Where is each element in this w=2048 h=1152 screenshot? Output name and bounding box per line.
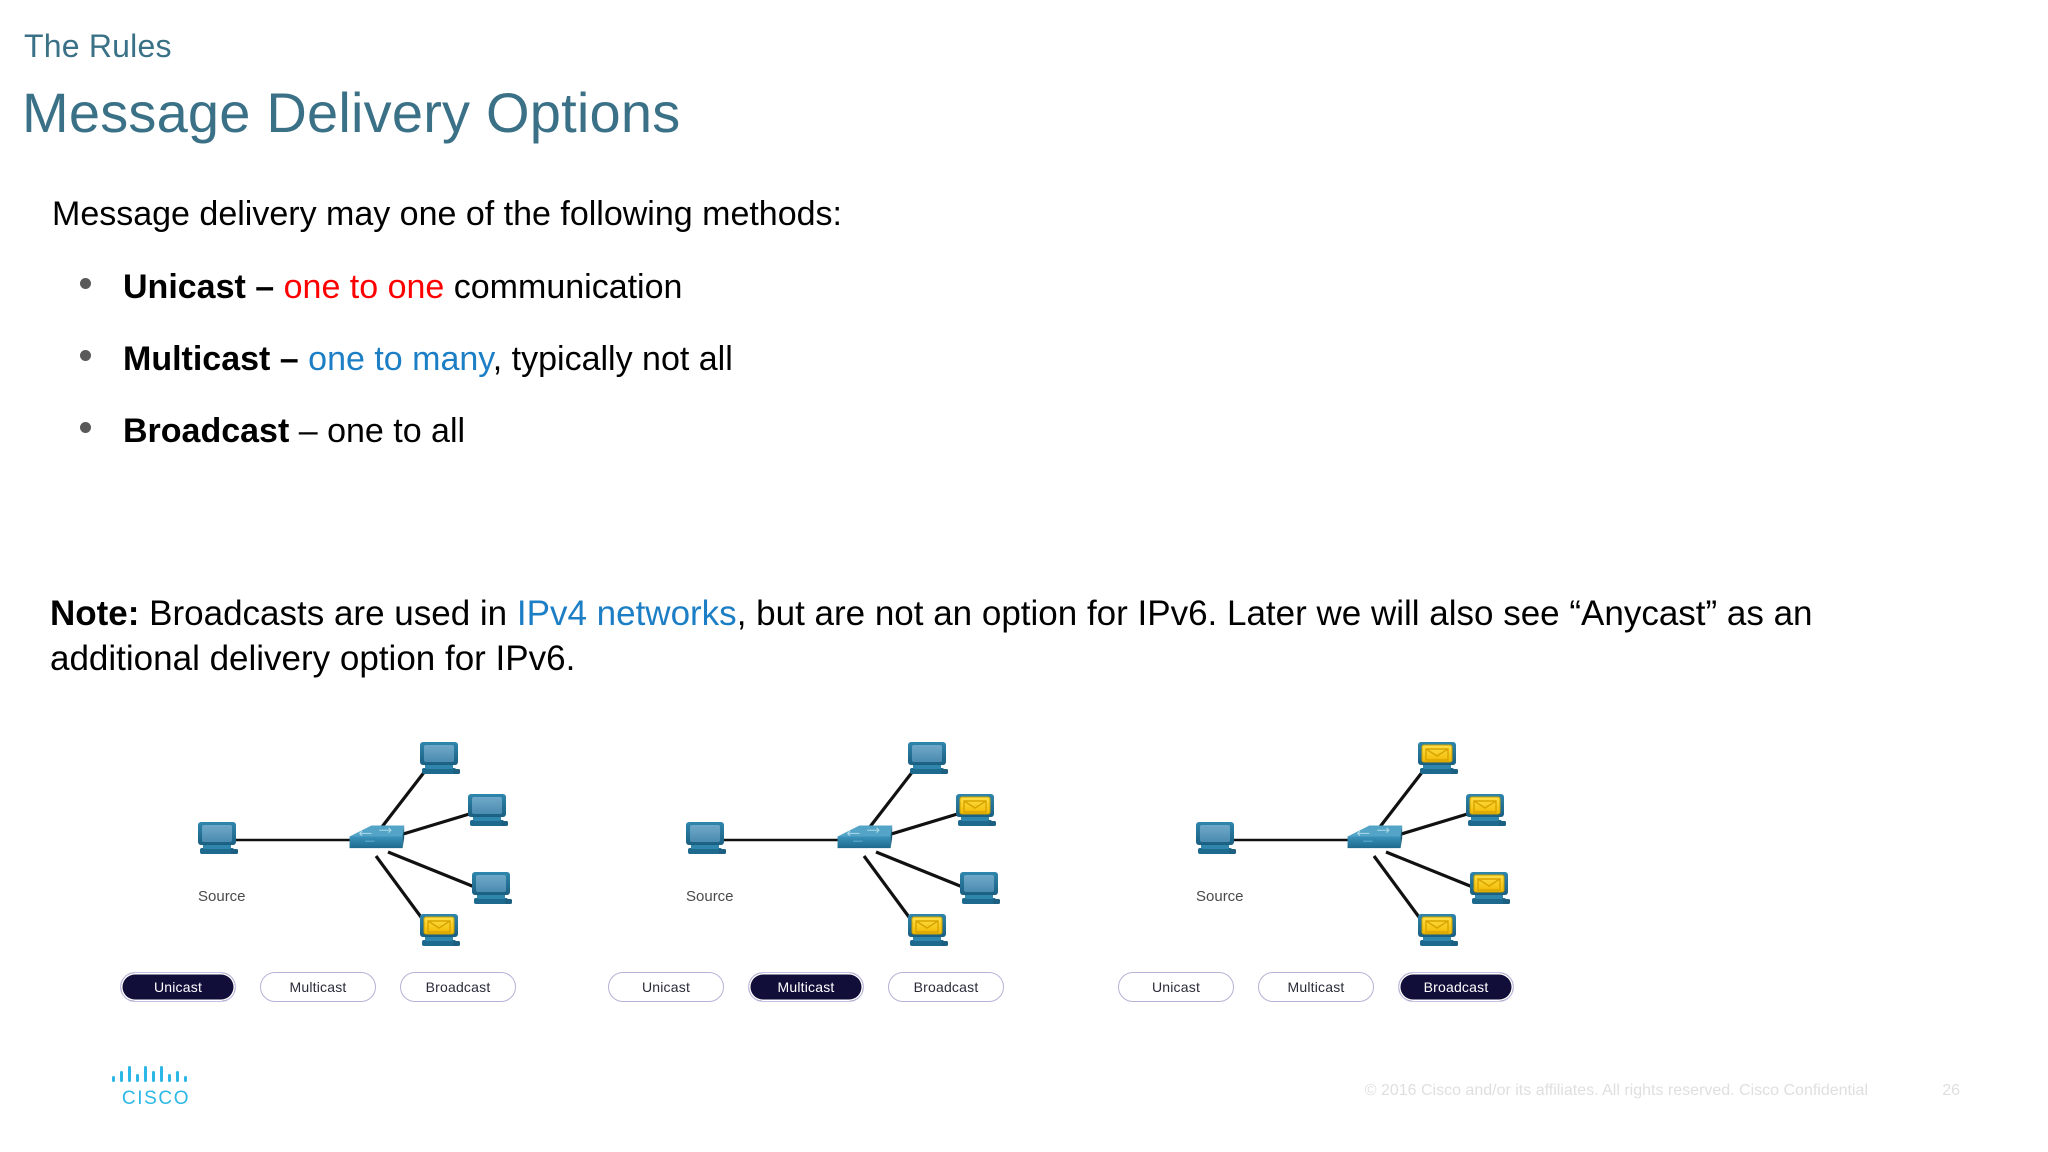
list-item: Broadcast – one to all: [80, 412, 1480, 484]
envelope-icon: [1473, 800, 1497, 813]
note-paragraph: Note: Broadcasts are used in IPv4 networ…: [50, 592, 1960, 682]
host-1: [908, 742, 948, 774]
unicast-diagram: Source Unicast Multicast Broadcast: [120, 700, 550, 1040]
delivery-option-buttons: Unicast Multicast Broadcast: [1118, 972, 1514, 1002]
bullet-term: Broadcast: [123, 412, 290, 450]
broadcast-button[interactable]: Broadcast: [400, 972, 516, 1002]
bullet-rest: communication: [444, 268, 683, 306]
envelope-icon: [427, 920, 451, 933]
multicast-diagram: Source Unicast Multicast Broadcast: [608, 700, 1038, 1040]
bullet-list: Unicast – one to one communication Multi…: [80, 268, 1480, 484]
host-4: [1418, 914, 1458, 946]
cisco-wordmark: CISCO: [122, 1088, 190, 1109]
host-2: [1466, 794, 1506, 826]
bullet-text: Unicast – one to one communication: [123, 268, 682, 307]
host-4: [908, 914, 948, 946]
envelope-icon: [1425, 748, 1449, 761]
multicast-button[interactable]: Multicast: [748, 972, 864, 1002]
note-part1: Broadcasts are used in: [139, 594, 517, 633]
source-label: Source: [686, 888, 734, 905]
list-item: Unicast – one to one communication: [80, 268, 1480, 340]
host-4: [420, 914, 460, 946]
source-host: [686, 822, 726, 854]
note-label: Note:: [50, 594, 140, 633]
host-2: [468, 794, 508, 826]
bullet-rest: – one to all: [289, 412, 466, 450]
broadcast-button[interactable]: Broadcast: [888, 972, 1004, 1002]
multicast-button[interactable]: Multicast: [260, 972, 376, 1002]
host-3: [1470, 872, 1510, 904]
network-topology-graphic: [1196, 742, 1510, 946]
network-topology-graphic: [686, 742, 1000, 946]
envelope-icon: [1425, 920, 1449, 933]
page-title: Message Delivery Options: [22, 81, 681, 144]
bullet-dot-icon: [80, 422, 91, 433]
host-3: [960, 872, 1000, 904]
source-label: Source: [198, 888, 246, 905]
bullet-text: Multicast – one to many, typically not a…: [123, 340, 733, 379]
network-topology-graphic: [198, 742, 512, 946]
switch-icon: [1347, 825, 1403, 849]
slide-eyebrow: The Rules: [24, 28, 172, 64]
multicast-button[interactable]: Multicast: [1258, 972, 1374, 1002]
unicast-button[interactable]: Unicast: [120, 972, 236, 1002]
switch-icon: [349, 825, 405, 849]
envelope-icon: [1477, 878, 1501, 891]
lead-paragraph: Message delivery may one of the followin…: [52, 195, 842, 233]
bullet-dot-icon: [80, 350, 91, 361]
host-1: [1418, 742, 1458, 774]
footer-page-number: 26: [1942, 1082, 1960, 1099]
unicast-button[interactable]: Unicast: [608, 972, 724, 1002]
bullet-highlight: one to one: [283, 268, 445, 306]
note-link: IPv4 networks: [516, 594, 737, 633]
source-label: Source: [1196, 888, 1244, 905]
broadcast-button[interactable]: Broadcast: [1398, 972, 1514, 1002]
delivery-option-buttons: Unicast Multicast Broadcast: [120, 972, 516, 1002]
host-2: [956, 794, 996, 826]
source-host: [1196, 822, 1236, 854]
broadcast-diagram: Source Unicast Multicast Broadcast: [1118, 700, 1548, 1040]
source-host: [198, 822, 238, 854]
bullet-term: Unicast –: [123, 268, 284, 306]
host-1: [420, 742, 460, 774]
bullet-text: Broadcast – one to all: [123, 412, 465, 451]
unicast-button[interactable]: Unicast: [1118, 972, 1234, 1002]
bullet-dot-icon: [80, 278, 91, 289]
envelope-icon: [915, 920, 939, 933]
envelope-icon: [963, 800, 987, 813]
note-part2: , but are not an option for IPv6. Later …: [50, 594, 1813, 678]
host-3: [472, 872, 512, 904]
bullet-term: Multicast –: [123, 340, 309, 378]
footer-copyright: © 2016 Cisco and/or its affiliates. All …: [1364, 1082, 1868, 1099]
bullet-rest: , typically not all: [492, 340, 733, 378]
bullet-highlight: one to many: [308, 340, 493, 378]
list-item: Multicast – one to many, typically not a…: [80, 340, 1480, 412]
switch-icon: [837, 825, 893, 849]
cisco-logo: CISCO: [112, 1066, 190, 1109]
delivery-option-buttons: Unicast Multicast Broadcast: [608, 972, 1004, 1002]
